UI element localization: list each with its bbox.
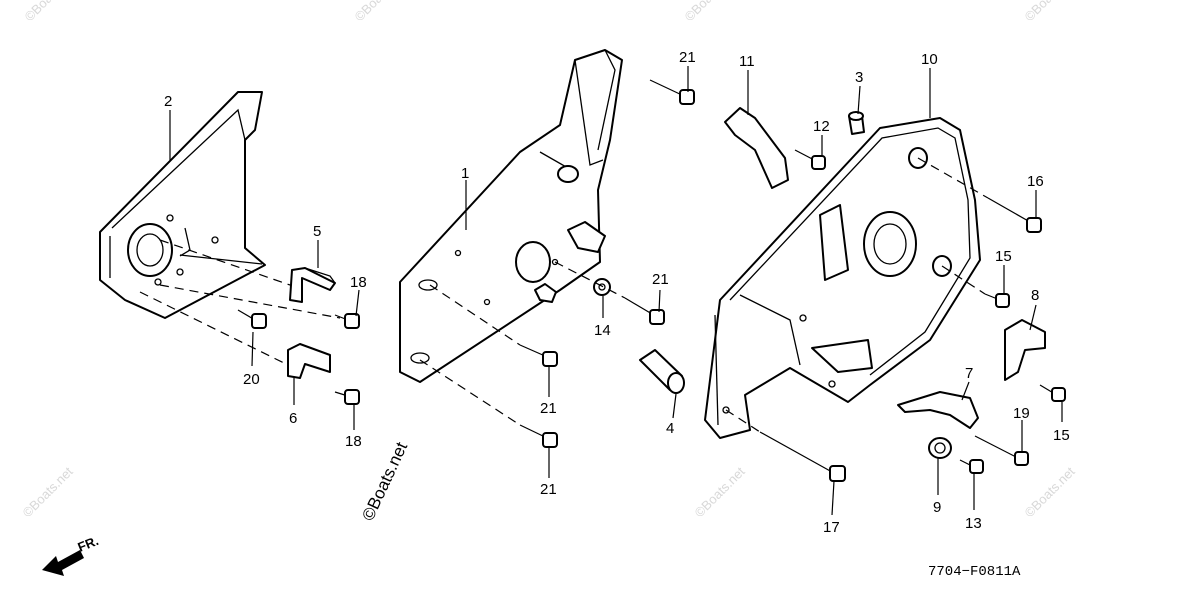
bolt-21-low1 xyxy=(519,344,558,367)
part-2-cover xyxy=(99,91,266,319)
callout-21-low1: 21 xyxy=(540,400,557,417)
part-5-bracket xyxy=(289,267,336,303)
bolt-18-lower xyxy=(334,389,360,405)
callout-10: 10 xyxy=(921,51,938,68)
bolt-12 xyxy=(794,149,826,170)
bolt-21-low2 xyxy=(519,424,558,448)
bolt-21-top xyxy=(649,79,695,105)
arrow-icon xyxy=(42,550,84,576)
callout-5: 5 xyxy=(313,223,321,240)
bolt-21-mid xyxy=(624,297,665,325)
callout-15-upper: 15 xyxy=(995,248,1012,265)
callout-21-top: 21 xyxy=(679,49,696,66)
callout-1: 1 xyxy=(461,165,469,182)
bolt-18-upper xyxy=(334,313,360,329)
callout-20: 20 xyxy=(243,371,260,388)
watermark-1: ©Boats.net xyxy=(22,0,78,24)
callout-17: 17 xyxy=(823,519,840,536)
part-6-bracket xyxy=(287,343,331,379)
callout-19: 19 xyxy=(1013,405,1030,422)
callout-15-lower: 15 xyxy=(1053,427,1070,444)
callout-9: 9 xyxy=(933,499,941,516)
bolts xyxy=(237,79,1066,482)
part-1-bracket xyxy=(399,49,623,383)
bolt-19 xyxy=(974,435,1029,466)
watermark-7: ©Boats.net xyxy=(1022,464,1078,520)
leader-lines xyxy=(169,66,1063,516)
bolt-15-upper xyxy=(984,293,1010,308)
watermark-5: ©Boats.net xyxy=(20,464,76,520)
front-arrow: FR. xyxy=(42,533,101,576)
callout-14: 14 xyxy=(594,322,611,339)
front-label: FR. xyxy=(76,533,101,555)
callout-21-mid: 21 xyxy=(652,271,669,288)
watermark-3: ©Boats.net xyxy=(682,0,738,24)
callout-2: 2 xyxy=(164,93,172,110)
callout-11: 11 xyxy=(739,53,755,70)
part-7-bracket xyxy=(897,391,979,429)
bolt-16 xyxy=(987,197,1042,233)
watermark-6: ©Boats.net xyxy=(692,464,748,520)
part-11-bracket xyxy=(724,107,789,189)
part-9-nut xyxy=(928,437,952,459)
callout-7: 7 xyxy=(965,365,973,382)
part-14-washer xyxy=(593,278,611,296)
callout-16: 16 xyxy=(1027,173,1044,190)
callout-18-lower: 18 xyxy=(345,433,362,450)
callout-4: 4 xyxy=(666,420,674,437)
part-3-collar xyxy=(848,111,865,135)
part-8-bracket xyxy=(1004,319,1046,381)
callout-12: 12 xyxy=(813,118,830,135)
watermark-2: ©Boats.net xyxy=(352,0,408,24)
part-10-side-plate xyxy=(704,117,981,439)
part-4-collar xyxy=(639,349,685,394)
bolt-20 xyxy=(237,309,267,329)
callout-6: 6 xyxy=(289,410,297,427)
callout-21-low2: 21 xyxy=(540,481,557,498)
assembly-lines xyxy=(139,157,989,433)
watermark-4: ©Boats.net xyxy=(1022,0,1078,24)
bolt-15-lower xyxy=(1039,384,1066,402)
bolt-17 xyxy=(759,431,846,482)
figure-code: 7704−F0811A xyxy=(928,564,1021,580)
callout-13: 13 xyxy=(965,515,982,532)
bolt-13 xyxy=(959,459,984,474)
callout-18-upper: 18 xyxy=(350,274,367,291)
boats-net-logo: ©Boats.net xyxy=(358,439,411,524)
callouts: 2 1 5 18 20 6 18 14 21 21 21 21 11 12 3 … xyxy=(164,49,1070,536)
callout-8: 8 xyxy=(1031,287,1039,304)
callout-3: 3 xyxy=(855,69,863,86)
